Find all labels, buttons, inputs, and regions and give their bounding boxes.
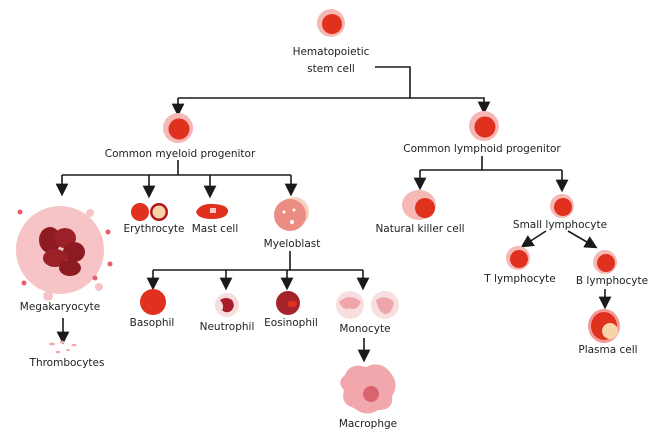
clp-label: Common lymphoid progenitor	[403, 143, 561, 155]
eosinophil-label: Eosinophil	[264, 317, 318, 329]
mast-cell-label: Mast cell	[192, 223, 239, 235]
cmp-cell-icon	[163, 113, 193, 143]
small-lymphocyte-icon	[550, 194, 574, 218]
basophil-icon	[140, 289, 166, 315]
myeloblast-label: Myeloblast	[264, 238, 321, 250]
megakaryocyte-label: Megakaryocyte	[20, 301, 100, 313]
plasma-cell-label: Plasma cell	[578, 344, 637, 356]
t-lymphocyte-icon	[506, 246, 530, 270]
megakaryocyte-icon	[16, 206, 113, 301]
thrombocytes-label: Thrombocytes	[29, 357, 105, 369]
macrophage-label: Macrophge	[339, 418, 397, 430]
t-lymphocyte-label: T lymphocyte	[483, 273, 555, 285]
thrombocytes-icon	[49, 340, 77, 354]
neutrophil-label: Neutrophil	[200, 321, 255, 333]
hsc-label-line2: stem cell	[307, 63, 355, 75]
macrophage-icon	[340, 364, 396, 414]
cmp-label: Common myeloid progenitor	[105, 148, 256, 160]
erythrocyte-icon	[131, 203, 168, 221]
small-lymphocyte-label: Small lymphocyte	[513, 219, 607, 231]
myeloblast-icon	[274, 197, 309, 231]
eosinophil-icon	[276, 291, 300, 315]
b-lymphocyte-label: B lymphocyte	[576, 275, 648, 287]
neutrophil-icon	[215, 293, 239, 317]
hsc-label-line1: Hematopoietic	[293, 46, 370, 58]
b-lymphocyte-icon	[593, 250, 617, 274]
monocyte-label: Monocyte	[339, 323, 390, 335]
plasma-cell-icon	[588, 309, 620, 343]
nk-cell-icon	[402, 190, 436, 220]
basophil-label: Basophil	[130, 317, 175, 329]
mast-cell-icon	[196, 203, 229, 219]
hsc-cell-icon	[317, 9, 345, 37]
erythrocyte-label: Erythrocyte	[123, 223, 184, 235]
nk-cell-label: Natural killer cell	[375, 223, 464, 235]
connectors	[55, 66, 612, 363]
clp-cell-icon	[469, 111, 499, 141]
monocyte-icon	[336, 291, 399, 319]
